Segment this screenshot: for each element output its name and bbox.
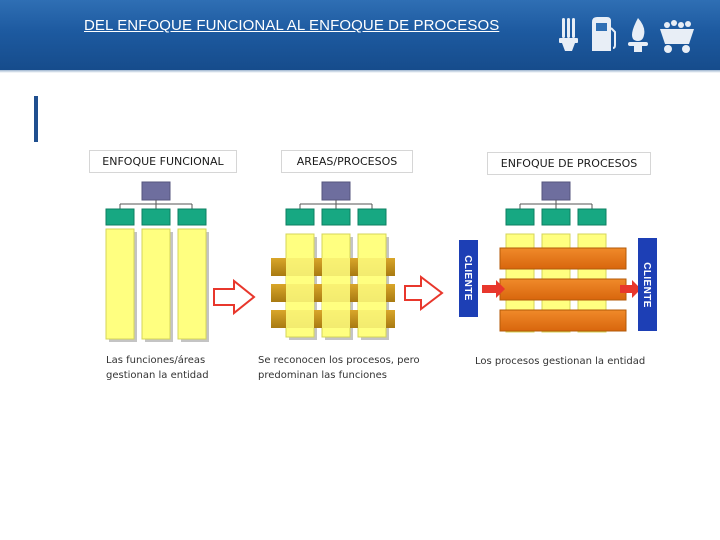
- unit-box: [321, 208, 351, 226]
- gas-flame-icon: [628, 18, 648, 52]
- caption-line: Las funciones/áreas: [106, 355, 206, 366]
- header-shadow: [0, 70, 720, 73]
- light-bulb-icon: [559, 18, 578, 51]
- manager-box: [141, 181, 171, 201]
- unit-box: [541, 208, 571, 226]
- caption-funcional: Las funciones/áreas gestionan la entidad: [106, 353, 209, 383]
- function-column: [141, 228, 171, 340]
- coal-cart-icon: [660, 20, 694, 53]
- label-areas-procesos: AREAS/PROCESOS: [281, 150, 413, 173]
- caption-line: predominan las funciones: [258, 370, 387, 381]
- unit-box: [285, 208, 315, 226]
- caption-line: Los procesos gestionan la entidad: [475, 356, 646, 367]
- unit-box: [105, 208, 135, 226]
- cliente-right-label: CLIENTE: [641, 262, 652, 308]
- process-bar: [499, 309, 627, 332]
- energy-icons: [559, 17, 694, 53]
- unit-box: [357, 208, 387, 226]
- cliente-left-label: CLIENTE: [462, 255, 473, 301]
- fuel-pump-icon: [592, 17, 616, 51]
- process-bar: [499, 278, 627, 301]
- panel-funcional: [105, 181, 209, 342]
- slide-title: DEL ENFOQUE FUNCIONAL AL ENFOQUE DE PROC…: [84, 17, 500, 34]
- manager-box: [321, 181, 351, 201]
- arrow-out-icon: [620, 280, 641, 298]
- function-column: [105, 228, 135, 340]
- arrow-right-1: [213, 278, 256, 316]
- caption-line: gestionan la entidad: [106, 370, 209, 381]
- function-column: [177, 228, 207, 340]
- caption-enfoque-procesos: Los procesos gestionan la entidad: [475, 354, 645, 369]
- caption-areas-procesos: Se reconocen los procesos, pero predomin…: [258, 353, 420, 383]
- panel-enfoque-procesos: CLIENTE CLIENTE: [459, 181, 657, 333]
- manager-box: [541, 181, 571, 201]
- cliente-left-box: [459, 240, 478, 317]
- unit-box: [177, 208, 207, 226]
- label-enfoque-de-procesos: ENFOQUE DE PROCESOS: [487, 152, 651, 175]
- cliente-right-box: [638, 238, 657, 331]
- arrow-in-icon: [482, 280, 505, 298]
- unit-box: [141, 208, 171, 226]
- arrow-right-2: [404, 274, 444, 312]
- unit-box: [505, 208, 535, 226]
- unit-box: [577, 208, 607, 226]
- panel-areas-procesos: [271, 181, 395, 340]
- caption-line: Se reconocen los procesos, pero: [258, 355, 420, 366]
- accent-bar: [34, 96, 38, 142]
- label-enfoque-funcional: ENFOQUE FUNCIONAL: [89, 150, 237, 173]
- process-bar: [499, 247, 627, 270]
